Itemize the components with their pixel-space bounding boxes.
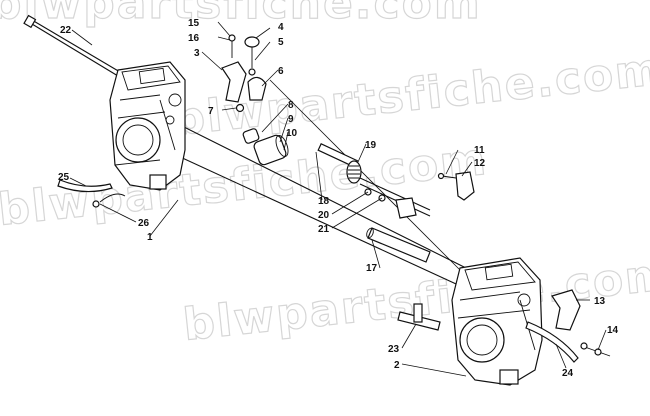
callout-15: 15 — [188, 18, 200, 29]
lower-right-bracket — [551, 289, 611, 357]
callout-22: 22 — [60, 25, 72, 36]
callout-21: 21 — [318, 224, 330, 235]
callout-12: 12 — [474, 158, 486, 169]
callout-7: 7 — [208, 106, 214, 117]
callout-9: 9 — [288, 114, 294, 125]
callout-1: 1 — [147, 232, 153, 243]
part-22-bolt — [23, 14, 121, 77]
watermark-text: blwpartsfiche.com — [0, 0, 482, 29]
callout-23: 23 — [388, 344, 400, 355]
hoses — [57, 179, 579, 363]
callout-labels: 1 2 3 4 5 6 7 8 9 10 11 12 13 14 15 16 1… — [58, 18, 619, 379]
leader-lines — [69, 21, 607, 377]
callout-13: 13 — [594, 296, 606, 307]
watermark-layer: blwpartsfiche.com blwpartsfiche.com blwp… — [0, 0, 650, 352]
callout-4: 4 — [278, 22, 284, 33]
part-26-clip — [92, 193, 126, 208]
roller-assembly — [242, 128, 289, 166]
callout-24: 24 — [562, 368, 574, 379]
callout-5: 5 — [278, 37, 284, 48]
callout-2: 2 — [394, 360, 400, 371]
callout-10: 10 — [286, 128, 298, 139]
callout-18: 18 — [318, 196, 330, 207]
shaft-lines — [149, 79, 481, 296]
callout-14: 14 — [607, 325, 619, 336]
part-23-fitting — [397, 303, 441, 331]
callout-17: 17 — [366, 263, 378, 274]
carburetor-right — [451, 257, 543, 386]
callout-6: 6 — [278, 66, 284, 77]
throttle-bracket-assembly — [221, 34, 267, 113]
callout-3: 3 — [194, 48, 200, 59]
callout-11: 11 — [474, 145, 485, 156]
callout-16: 16 — [188, 33, 200, 44]
callout-20: 20 — [318, 210, 330, 221]
upper-right-bracket — [437, 171, 475, 201]
carburetor-left — [109, 61, 186, 191]
watermark-text: blwpartsfiche.com — [171, 44, 650, 146]
linkage-assembly — [317, 143, 431, 219]
callout-26: 26 — [138, 218, 150, 229]
callout-25: 25 — [58, 172, 70, 183]
callout-8: 8 — [288, 100, 294, 111]
callout-19: 19 — [365, 140, 377, 151]
part-17-tube — [366, 227, 431, 263]
